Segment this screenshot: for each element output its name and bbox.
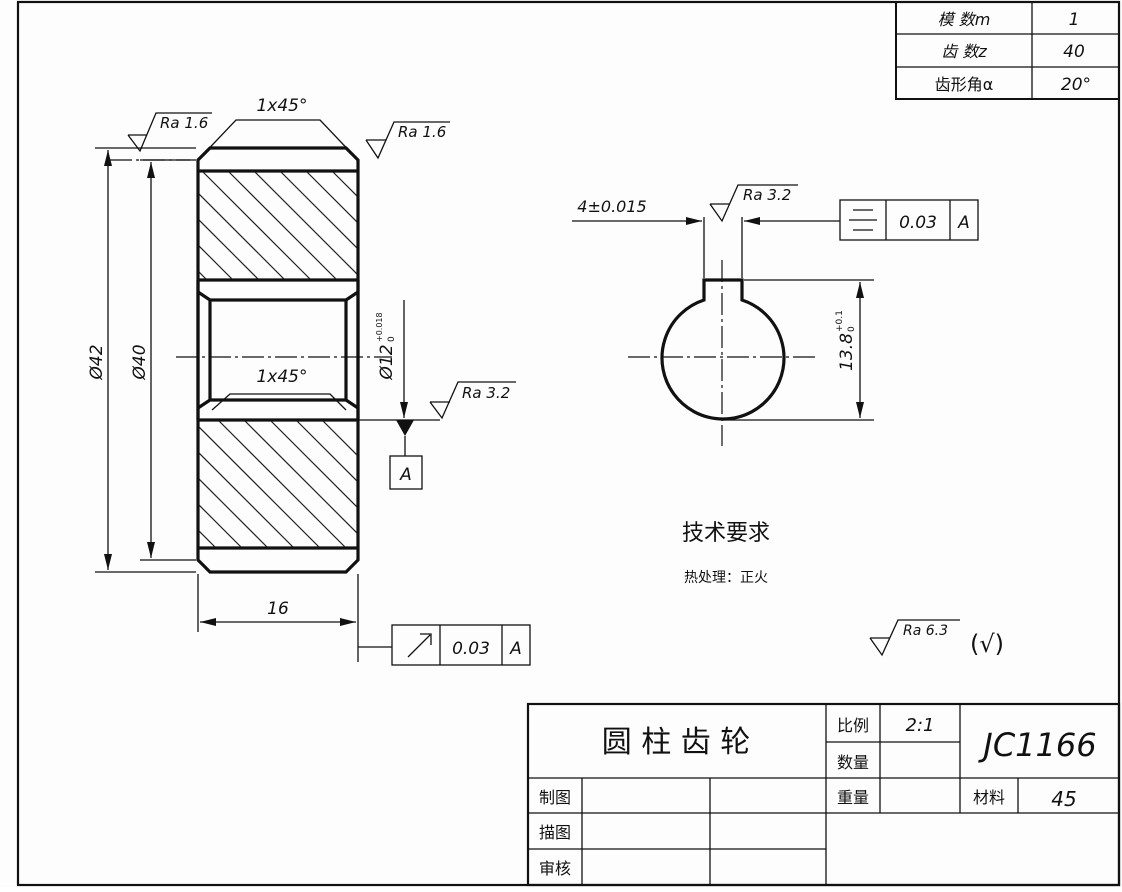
material-label: 材料: [973, 788, 1005, 807]
dim-bore-tol-upper: +0.018: [375, 312, 384, 342]
roughness-symbol-bore: Ra 3.2: [429, 381, 516, 420]
drawing-border: [16, 0, 1121, 887]
keyway-view: 4±0.015 Ra 3.2 0.03 A 13.8 +0: [572, 184, 979, 446]
weight-label: 重量: [837, 788, 869, 807]
dim-keyway-width: 4±0.015: [577, 197, 646, 216]
scale-value: 2:1: [906, 715, 935, 736]
gear-section-view: Ø42 Ø40 1x45° 1x45° Ra 1.6 Ra 1.6 Ra 3.2: [87, 96, 531, 666]
scale-label: 比例: [837, 716, 869, 735]
hatch-bottom: [198, 420, 358, 548]
hatch-top: [198, 171, 358, 280]
dim-bore-diameter: Ø12: [377, 344, 397, 380]
chamfer-top-label: 1x45°: [256, 96, 307, 116]
dim-width: 16: [267, 599, 289, 619]
gear-parameter-table: 模 数m 1 齿 数z 40 齿形角α 20°: [895, 1, 1120, 100]
runout-arrow-icon: [407, 633, 432, 658]
datum-triangle: [396, 420, 414, 436]
svg-text:(√): (√): [970, 630, 1004, 658]
part-name: 圆 柱 齿 轮: [602, 725, 751, 760]
svg-text:Ra 1.6: Ra 1.6: [398, 123, 446, 141]
dim-pitch-diameter: Ø40: [130, 344, 150, 380]
svg-text:A: A: [957, 213, 970, 233]
traced-by-label: 描图: [539, 823, 571, 842]
dim-keyway-tol-upper: +0.1: [835, 310, 845, 332]
checked-by-label: 审核: [539, 859, 571, 878]
title-block: 圆 柱 齿 轮 比例 2:1 数量 JC1166 制图 重量 材料 45 描图 …: [526, 702, 1121, 887]
svg-text:Ra 3.2: Ra 3.2: [743, 186, 791, 204]
dim-keyway-depth: 13.8: [837, 333, 857, 371]
svg-text:0.03: 0.03: [452, 639, 490, 659]
general-roughness-symbol: Ra 6.3 (√): [869, 619, 1004, 658]
dim-outer-diameter: Ø42: [87, 344, 107, 380]
tech-requirements-title: 技术要求: [682, 521, 770, 546]
dim-bore-tol-lower: 0: [387, 336, 397, 342]
dim-keyway-tol-lower: 0: [847, 326, 857, 332]
drawing-number: JC1166: [977, 726, 1096, 764]
param-value-teeth: 40: [1063, 42, 1085, 62]
roughness-symbol-keyway: Ra 3.2: [709, 184, 798, 223]
svg-text:0.03: 0.03: [899, 213, 937, 233]
svg-text:Ra 1.6: Ra 1.6: [160, 114, 208, 132]
param-value-pressure-angle: 20°: [1061, 75, 1091, 95]
svg-text:A: A: [509, 639, 522, 659]
param-label-pressure-angle: 齿形角α: [935, 75, 994, 94]
runout-tolerance-frame: 0.03 A: [358, 624, 531, 666]
roughness-symbol-right: Ra 1.6: [365, 121, 450, 160]
tech-requirements-line1: 热处理：正火: [684, 570, 768, 586]
symmetry-icon: [849, 209, 877, 231]
chamfer-inner-label: 1x45°: [256, 367, 307, 387]
param-value-module: 1: [1069, 10, 1080, 30]
symmetry-tolerance-frame: 0.03 A: [839, 199, 979, 241]
svg-text:Ra 3.2: Ra 3.2: [462, 384, 510, 402]
material-value: 45: [1051, 787, 1076, 811]
param-label-teeth: 齿 数z: [941, 42, 987, 61]
param-label-module: 模 数m: [938, 10, 991, 29]
roughness-symbol-left: Ra 1.6: [127, 112, 212, 153]
quantity-label: 数量: [837, 753, 869, 772]
datum-label: A: [399, 465, 412, 485]
svg-text:Ra 6.3: Ra 6.3: [903, 623, 948, 639]
drawn-by-label: 制图: [539, 788, 571, 807]
